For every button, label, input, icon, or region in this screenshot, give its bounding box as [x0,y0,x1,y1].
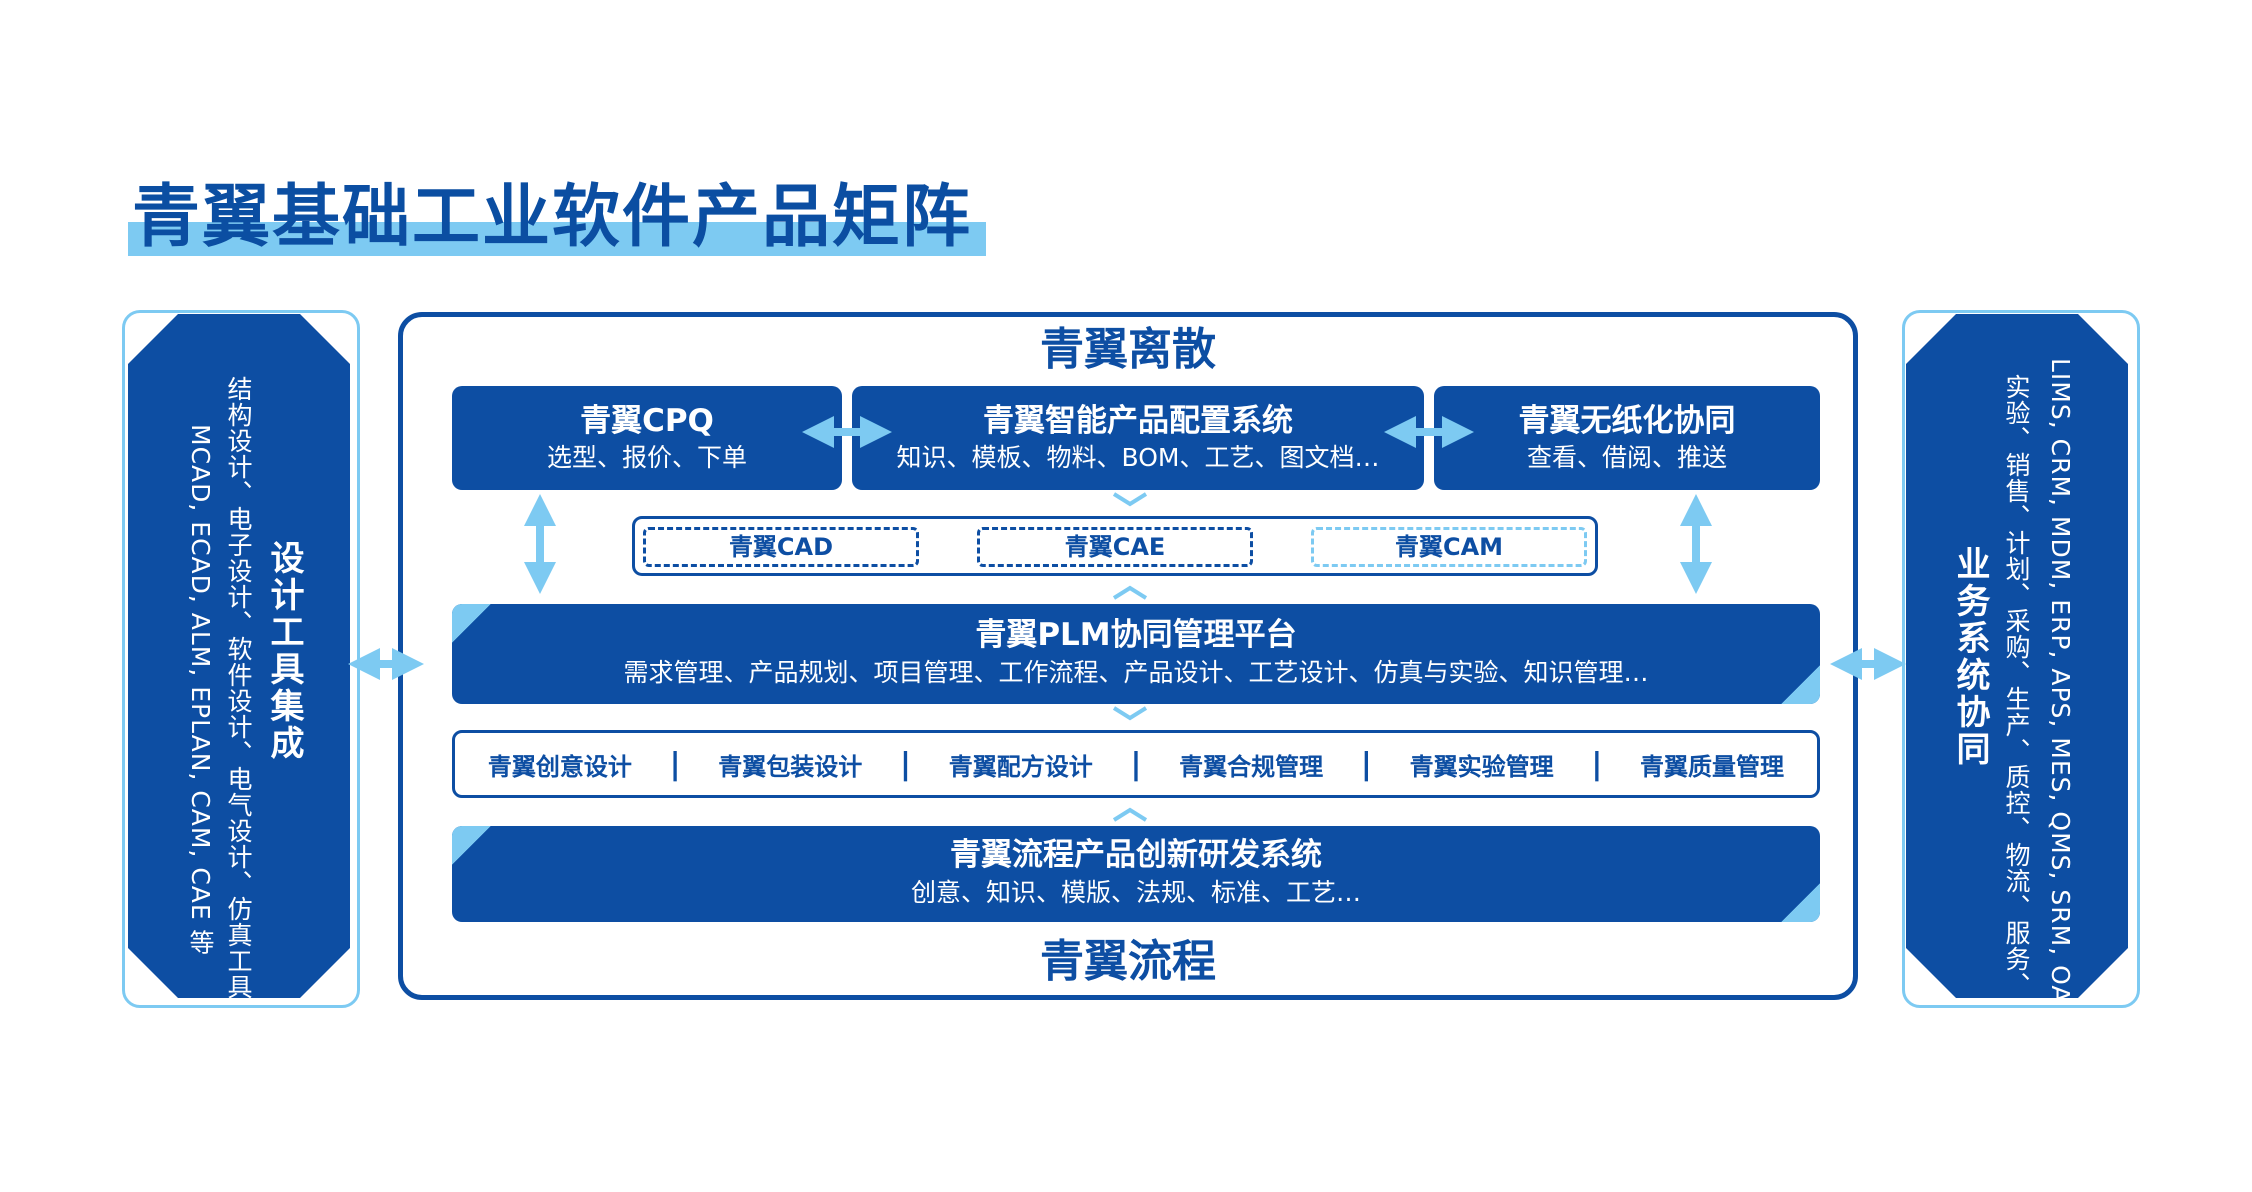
chevron-down-icon [1112,706,1148,721]
product-config-sub: 知识、模板、物料、BOM、工艺、图文档… [896,443,1380,472]
chevron-up-icon [1112,807,1148,822]
module-row: 青翼创意设计 | 青翼包装设计 | 青翼配方设计 | 青翼合规管理 | 青翼实验… [452,730,1820,798]
plm-bar[interactable]: 青翼PLM协同管理平台 需求管理、产品规划、项目管理、工作流程、产品设计、工艺设… [452,604,1820,704]
cpq-sub: 选型、报价、下单 [546,443,747,472]
left-panel-line1: 结构设计、电子设计、软件设计、电气设计、仿真工具 [224,376,253,1000]
tool-cad[interactable]: 青翼CAD [643,527,919,567]
paperless-box[interactable]: 青翼无纸化协同 查看、借阅、推送 [1434,386,1820,490]
chevron-down-icon [1112,492,1148,507]
module-creative-design[interactable]: 青翼创意设计 [487,752,632,781]
module-quality-management[interactable]: 青翼质量管理 [1640,752,1785,781]
module-packaging-design[interactable]: 青翼包装设计 [718,752,863,781]
product-config-box[interactable]: 青翼智能产品配置系统 知识、模板、物料、BOM、工艺、图文档… [852,386,1424,490]
process-corner-tl [452,826,494,868]
title-underline [128,222,986,256]
process-corner-br [1778,880,1820,922]
page-title: 青翼基础工业软件产品矩阵 [132,178,973,257]
process-label: 青翼流程 [1040,936,1216,987]
discrete-label: 青翼离散 [1040,324,1216,375]
right-panel: 业务系统协同 实验、销售、计划、采购、生产、质控、物流、服务、沟通 LIMS, … [1906,314,2128,998]
module-separator: | [1360,746,1372,782]
plm-corner-tl [452,604,494,646]
process-system-title: 青翼流程产品创新研发系统 [950,837,1322,873]
plm-title: 青翼PLM协同管理平台 [975,617,1297,653]
tool-cam[interactable]: 青翼CAM [1311,527,1587,567]
module-formula-design[interactable]: 青翼配方设计 [948,752,1093,781]
paperless-title: 青翼无纸化协同 [1518,403,1736,439]
module-compliance[interactable]: 青翼合规管理 [1179,752,1324,781]
cpq-box[interactable]: 青翼CPQ 选型、报价、下单 [452,386,842,490]
module-separator: | [1591,746,1603,782]
process-system-bar[interactable]: 青翼流程产品创新研发系统 创意、知识、模版、法规、标准、工艺… [452,826,1820,922]
right-panel-line2: LIMS, CRM, MDM, ERP, APS, MES, QMS, SRM,… [2046,358,2075,1039]
process-system-sub: 创意、知识、模版、法规、标准、工艺… [910,878,1361,907]
product-config-title: 青翼智能产品配置系统 [983,403,1293,439]
plm-sub: 需求管理、产品规划、项目管理、工作流程、产品设计、工艺设计、仿真与实验、知识管理… [623,658,1649,687]
module-separator: | [1130,746,1142,782]
cpq-title: 青翼CPQ [580,403,714,439]
right-panel-title: 业务系统协同 [1950,546,1990,768]
plm-corner-br [1778,662,1820,704]
tool-cae[interactable]: 青翼CAE [977,527,1253,567]
left-panel-line2: MCAD, ECAD, ALM, EPLAN, CAM, CAE 等 [186,424,215,956]
left-panel-title: 设计工具集成 [264,540,304,762]
right-panel-line1: 实验、销售、计划、采购、生产、质控、物流、服务、沟通 [2002,374,2031,1050]
tools-row: 青翼CAD 青翼CAE 青翼CAM [632,516,1598,576]
module-separator: | [900,746,911,782]
module-separator: | [669,746,681,782]
module-lab-management[interactable]: 青翼实验管理 [1409,752,1554,781]
paperless-sub: 查看、借阅、推送 [1526,443,1727,472]
chevron-up-icon [1112,585,1148,600]
left-panel: 设计工具集成 结构设计、电子设计、软件设计、电气设计、仿真工具 MCAD, EC… [128,314,350,998]
